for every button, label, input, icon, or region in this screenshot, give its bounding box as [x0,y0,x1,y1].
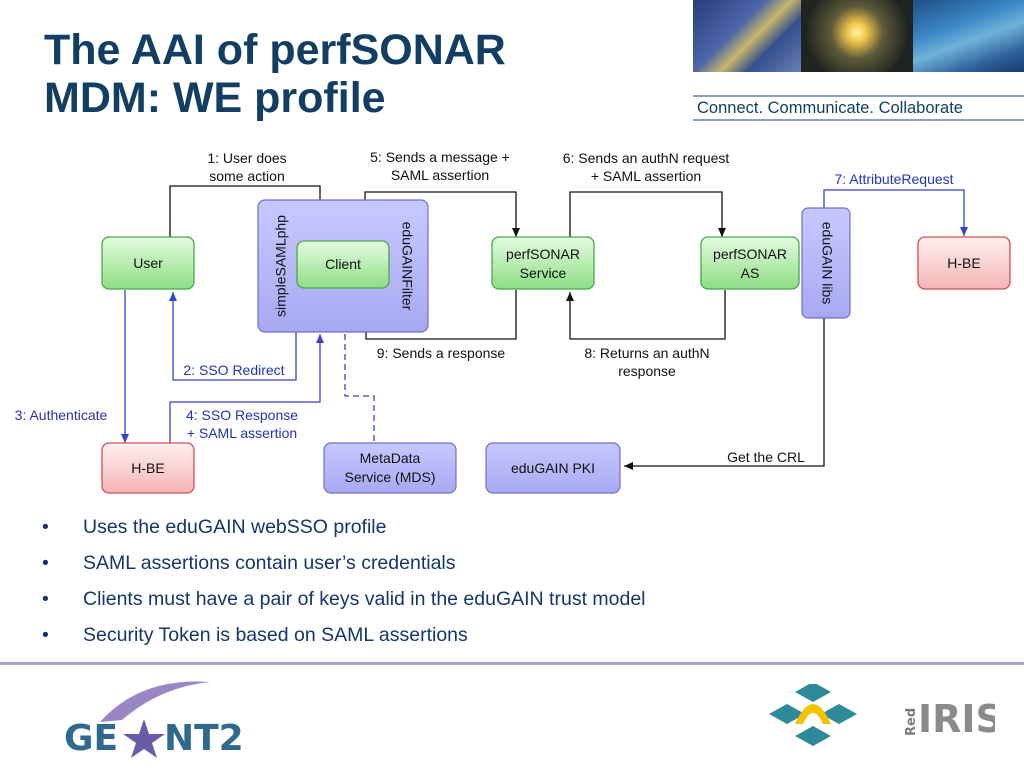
step8-label-a: 8: Returns an authN [584,345,709,361]
tagline: Connect. Communicate. Collaborate [693,95,1024,121]
client-label: Client [325,256,361,272]
title-line-2: MDM: WE profile [44,74,386,122]
bullet-item: • Security Token is based on SAML asserti… [40,622,646,658]
mds-box [323,442,457,494]
mds-dashed-link [344,334,375,443]
edugain-pki-box [485,442,621,494]
edugainfilter-label: eduGAINFilter [399,222,415,311]
bullet-dot-icon: • [42,552,49,574]
footer-divider [0,662,1024,665]
step5-label-b: SAML assertion [391,167,489,183]
client-box [296,240,390,289]
perfsonar-service-box [491,236,595,290]
arrow-step7 [823,189,968,236]
rediris-emblem-icon [769,684,857,746]
bullet-item: • SAML assertions contain user’s credenti… [40,550,646,586]
step1-label-a: 1: User does [207,150,286,166]
step6-label-b: + SAML assertion [591,168,701,184]
arrow-step2 [169,292,297,381]
network-map-photo [913,0,1024,72]
mds-label-2: Service (MDS) [344,469,435,485]
step9-label: 9: Sends a response [377,345,506,361]
hbe-left-label: H-BE [131,460,164,476]
geant2-logo-text-nt2: NT2 [164,718,244,759]
get-crl-label: Get the CRL [727,449,805,465]
rediris-logo: Red IRIS [769,684,995,746]
bullet-text: Security Token is based on SAML assertio… [83,624,468,646]
step4-label-b: + SAML assertion [187,425,297,441]
hbe-right-box [917,236,1011,290]
slide-title: The AAI of perfSONAR MDM: WE profile [44,26,506,122]
architecture-diagram: simpleSAMLphp eduGAINFilter User Client … [15,149,1011,494]
hbe-right-label: H-BE [947,255,980,271]
eu-flags-photo [693,0,801,72]
perfsonar-as-label-1: perfSONAR [713,246,787,262]
title-line-1: The AAI of perfSONAR [44,26,506,74]
step3-label: 3: Authenticate [15,407,108,423]
step5-label-a: 5: Sends a message + [370,149,510,165]
bullet-text: Clients must have a pair of keys valid i… [83,588,646,610]
bullet-item: • Uses the eduGAIN webSSO profile [40,514,646,550]
simplesamlphp-label: simpleSAMLphp [273,215,289,317]
perfsonar-as-label-2: AS [741,265,760,281]
hbe-left-box [101,442,195,494]
step1-label-b: some action [209,168,284,184]
perfsonar-service-label-1: perfSONAR [506,246,580,262]
arrow-step8 [566,290,726,340]
step2-label: 2: SSO Redirect [183,362,284,378]
geant2-logo: GE NT2 [64,681,244,759]
bullet-text: Uses the eduGAIN webSSO profile [83,516,387,538]
edugain-libs-label: eduGAIN libs [819,222,835,304]
light-bulb-photo [801,0,913,72]
arrow-step4 [169,334,324,443]
bullet-dot-icon: • [42,588,49,610]
bullet-dot-icon: • [42,624,49,646]
step7-label: 7: AttributeRequest [834,171,953,187]
arrow-step6 [569,191,726,237]
bullet-dot-icon: • [42,516,49,538]
step6-label-a: 6: Sends an authN request [563,150,730,166]
bullet-list: • Uses the eduGAIN webSSO profile • SAML a… [40,514,646,658]
edugain-libs-box [801,207,851,319]
step4-label-a: 4: SSO Response [186,407,298,423]
mds-label-1: MetaData [360,450,421,466]
edugain-pki-label: eduGAIN PKI [511,460,595,476]
user-box [101,236,195,290]
rediris-text: IRIS [918,697,995,741]
step8-label-b: response [618,363,676,379]
header-photo-banner [693,0,1024,72]
perfsonar-as-box [700,236,800,290]
bullet-item: • Clients must have a pair of keys valid … [40,586,646,622]
perfsonar-service-label-2: Service [520,265,567,281]
bullet-text: SAML assertions contain user’s credentia… [83,552,456,574]
user-label: User [133,255,163,271]
arrow-get-crl [624,318,825,470]
rediris-small-text: Red [904,708,919,736]
geant2-logo-text-ge: GE [64,718,118,759]
geant2-star-icon [123,719,165,758]
geant2-swoosh-icon [100,681,210,722]
